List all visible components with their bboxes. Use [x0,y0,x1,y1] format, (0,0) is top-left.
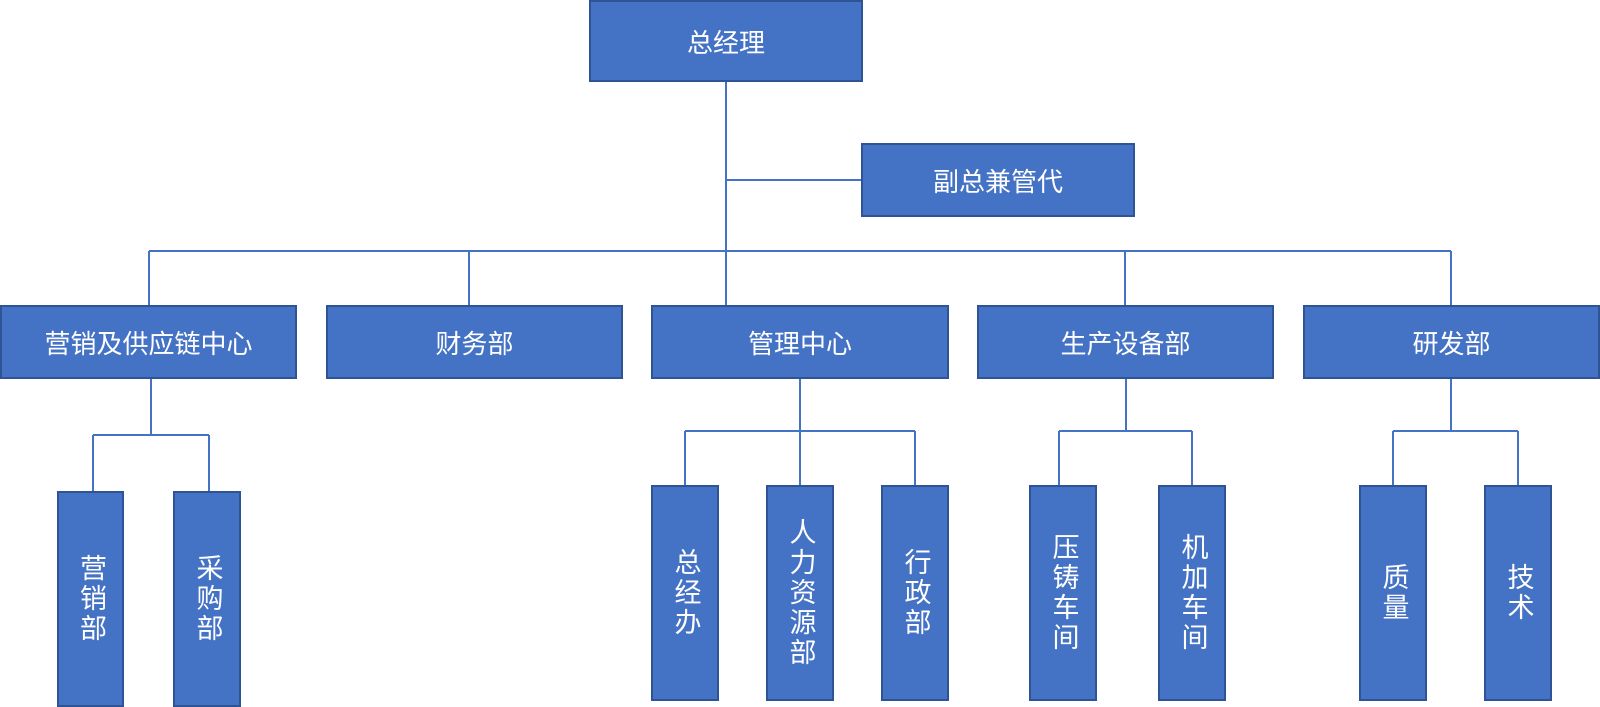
quality-box: 质量 [1359,485,1427,701]
die-casting-workshop-box: 压铸车间 [1029,485,1097,701]
machining-workshop-box: 机加车间 [1158,485,1226,701]
rd-label: 研发部 [1412,329,1491,360]
quality-label: 质量 [1377,563,1409,623]
administration-label: 行政部 [899,548,931,638]
marketing-supply-chain-box: 营销及供应链中心 [0,305,297,379]
ceo-box: 总经理 [589,0,863,82]
die-casting-workshop-label: 压铸车间 [1047,533,1079,653]
management-center-box: 管理中心 [651,305,949,379]
marketing-supply-chain-label: 营销及供应链中心 [44,329,253,360]
purchasing-dept-box: 采购部 [173,491,241,707]
human-resources-label: 人力资源部 [784,518,816,668]
finance-box: 财务部 [326,305,623,379]
production-equipment-label: 生产设备部 [1060,329,1191,360]
purchasing-dept-label: 采购部 [191,554,223,644]
administration-box: 行政部 [881,485,949,701]
connector-management-children [684,378,916,486]
sales-dept-box: 营销部 [57,491,124,707]
deputy-box: 副总兼管代 [861,143,1135,217]
human-resources-box: 人力资源部 [766,485,834,701]
connector-marketing-children [92,378,210,492]
rd-box: 研发部 [1303,305,1600,379]
management-center-label: 管理中心 [747,329,852,360]
technology-box: 技术 [1484,485,1552,701]
production-equipment-box: 生产设备部 [977,305,1274,379]
deputy-label: 副总兼管代 [932,167,1063,198]
connector-rd-children [1392,378,1519,486]
technology-label: 技术 [1502,563,1534,623]
connector-production-children [1058,378,1193,486]
finance-label: 财务部 [435,329,514,360]
general-office-label: 总经办 [669,548,701,638]
sales-dept-label: 营销部 [75,554,106,644]
general-office-box: 总经办 [651,485,719,701]
ceo-label: 总经理 [686,28,765,59]
machining-workshop-label: 机加车间 [1176,533,1208,653]
